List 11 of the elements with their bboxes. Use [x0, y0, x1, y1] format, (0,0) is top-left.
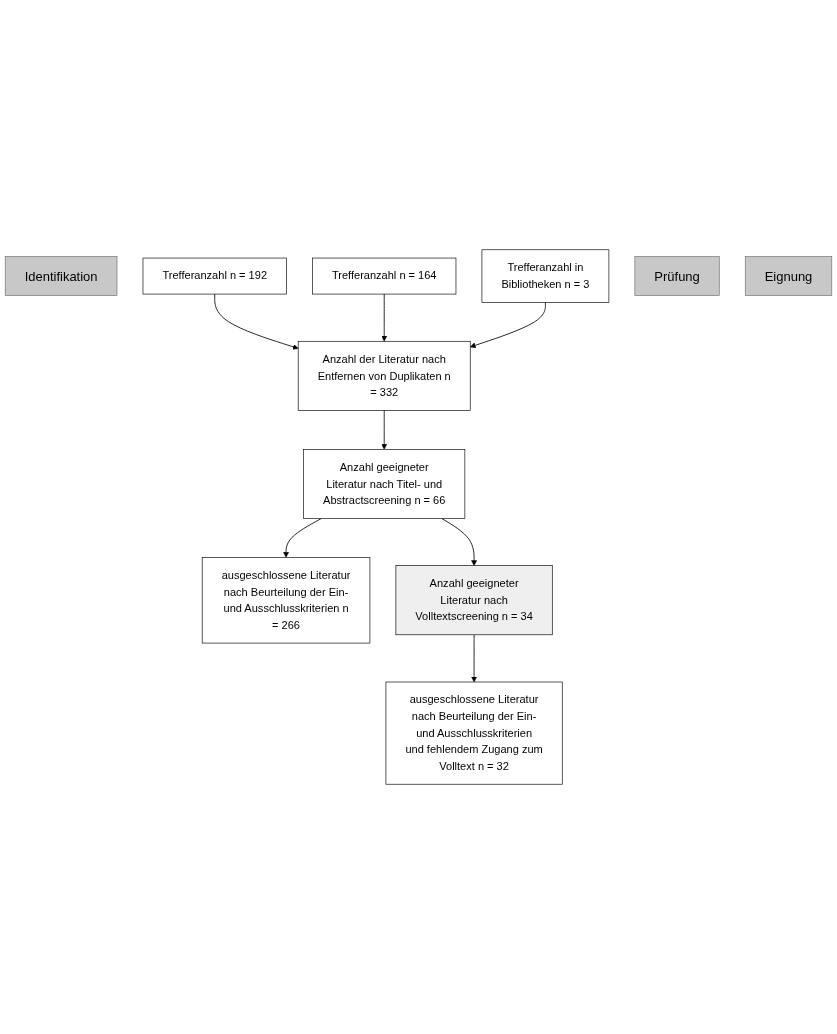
node-box: ausgeschlossene Literatur nach Beurteilung der Ein- und Ausschlusskriterien und fehlendem Zugang zum Volltext n = 32 [385, 681, 563, 785]
node-box: Eignung [744, 256, 833, 296]
node-box: Trefferanzahl n = 192 [142, 257, 287, 295]
node-box: Anzahl der Literatur nach Entfernen von Duplikaten n = 332 [297, 340, 471, 411]
node-box: Trefferanzahl in Bibliotheken n = 3 [481, 249, 610, 303]
node-box: Anzahl geeigneter Literatur nach Volltextscreening n = 34 [395, 565, 553, 636]
node-box: Identifikation [4, 256, 118, 296]
node-box: Anzahl geeigneter Literatur nach Titel- und Abstractscreening n = 66 [303, 449, 466, 519]
node-box: ausgeschlossene Literatur nach Beurteilung der Ein- und Ausschlusskriterien n = 266 [201, 557, 371, 644]
node-box: Prüfung [634, 256, 720, 296]
node-box: Trefferanzahl n = 164 [312, 257, 457, 295]
